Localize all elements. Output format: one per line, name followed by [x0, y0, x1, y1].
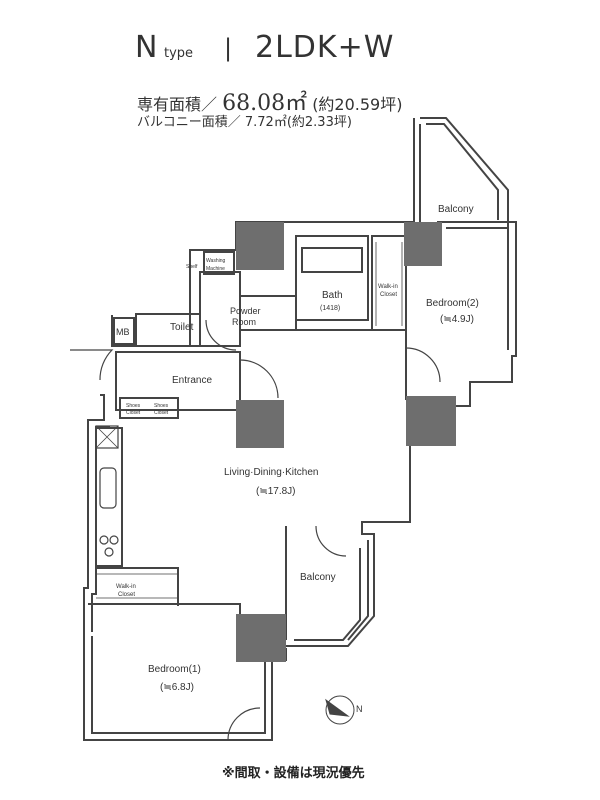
bedroom1-size: (≒6.8J) — [160, 682, 194, 693]
balcony-top-outline — [420, 117, 509, 228]
mid-balcony-rail — [294, 548, 361, 641]
column — [406, 396, 456, 446]
shelf-label: Shelf — [186, 264, 198, 270]
mid-balcony-inner — [285, 526, 369, 641]
bedroom2-label: Bedroom(2) — [426, 298, 479, 309]
ldk-size: (≒17.8J) — [256, 486, 296, 497]
stove-burner — [99, 535, 109, 545]
exclusive-area-label: 専有面積／ — [137, 95, 218, 114]
washing-machine-box — [203, 251, 235, 275]
fridge-space — [95, 425, 119, 449]
type-word: type — [164, 46, 194, 61]
title-separator: | — [224, 34, 233, 62]
wic1-label-b: Closet — [118, 592, 135, 598]
bedroom1-label: Bedroom(1) — [148, 664, 201, 675]
wic2-label-a: Walk-in — [378, 284, 398, 290]
left-wall-inner — [91, 426, 110, 632]
bedroom1-door — [227, 707, 261, 741]
shoes-closet-label-2b: Closet — [154, 410, 169, 416]
footnote: ※間取・設備は現況優先 — [222, 766, 365, 781]
powder-label-2: Room — [232, 317, 256, 327]
layout-title: 2LDK+W — [255, 30, 395, 65]
bedroom2-door — [405, 347, 441, 383]
exclusive-area-value: 68.08㎡ — [222, 91, 308, 116]
column — [236, 614, 286, 662]
kitchen-counter — [96, 427, 123, 567]
balcony-top-label: Balcony — [438, 204, 474, 215]
column — [236, 400, 284, 448]
wic2-box — [371, 235, 407, 331]
bath-size: (1418) — [320, 305, 340, 312]
balcony-area: バルコニー面積／ 7.72㎡(約2.33坪) — [137, 115, 352, 130]
stove-burner — [104, 547, 114, 557]
ldk-top-wall — [240, 320, 372, 331]
shoes-closet-label-2: Shoes — [154, 403, 169, 409]
mb-box — [113, 317, 135, 345]
balcony-mid-label: Balcony — [300, 572, 336, 583]
left-wall — [83, 394, 105, 632]
compass-icon — [325, 695, 355, 725]
mb-label: MB — [116, 327, 130, 337]
exclusive-area-tsubo: (約20.59坪) — [312, 95, 403, 114]
bathtub — [301, 247, 363, 273]
type-letter: N — [135, 30, 158, 65]
top-wall — [111, 221, 415, 347]
ldk-label: Living·Dining·Kitchen — [224, 467, 319, 478]
wic2-hatch — [375, 242, 403, 326]
bath-box — [295, 235, 369, 321]
entrance-door — [70, 349, 114, 381]
exclusive-area: 専有面積／ 68.08㎡ (約20.59坪) — [137, 85, 402, 117]
shoes-closet-box — [119, 397, 179, 419]
washing-machine-label-a: Washing — [206, 258, 225, 264]
shoes-closet-label-b: Closet — [126, 410, 141, 416]
ldk-door — [239, 359, 279, 399]
bedroom2-size: (≒4.9J) — [440, 314, 474, 325]
balcony-door — [315, 525, 347, 557]
stove-burner — [109, 535, 119, 545]
wic2-label-b: Closet — [380, 292, 397, 298]
fridge-cross — [95, 425, 119, 449]
entrance-label: Entrance — [172, 375, 212, 386]
toilet-label: Toilet — [170, 322, 194, 333]
shoes-closet-label: Shoes — [126, 403, 141, 409]
compass-label: N — [356, 704, 363, 714]
washing-machine-label-b: Machine — [206, 266, 225, 272]
wic1-hatch — [96, 573, 178, 599]
wic1-label-a: Walk-in — [116, 584, 136, 590]
outer-wall-inner — [91, 636, 266, 734]
ldk-right-wall — [286, 400, 411, 647]
bath-label: Bath — [322, 290, 343, 301]
toilet-door — [205, 319, 237, 351]
balcony-top-rail — [426, 123, 499, 220]
powder-box — [199, 271, 241, 347]
column — [236, 222, 284, 270]
wic1-outline — [96, 567, 179, 606]
powder-label-1: Powder — [230, 306, 261, 316]
kitchen-sink — [99, 467, 117, 509]
column — [404, 222, 442, 266]
